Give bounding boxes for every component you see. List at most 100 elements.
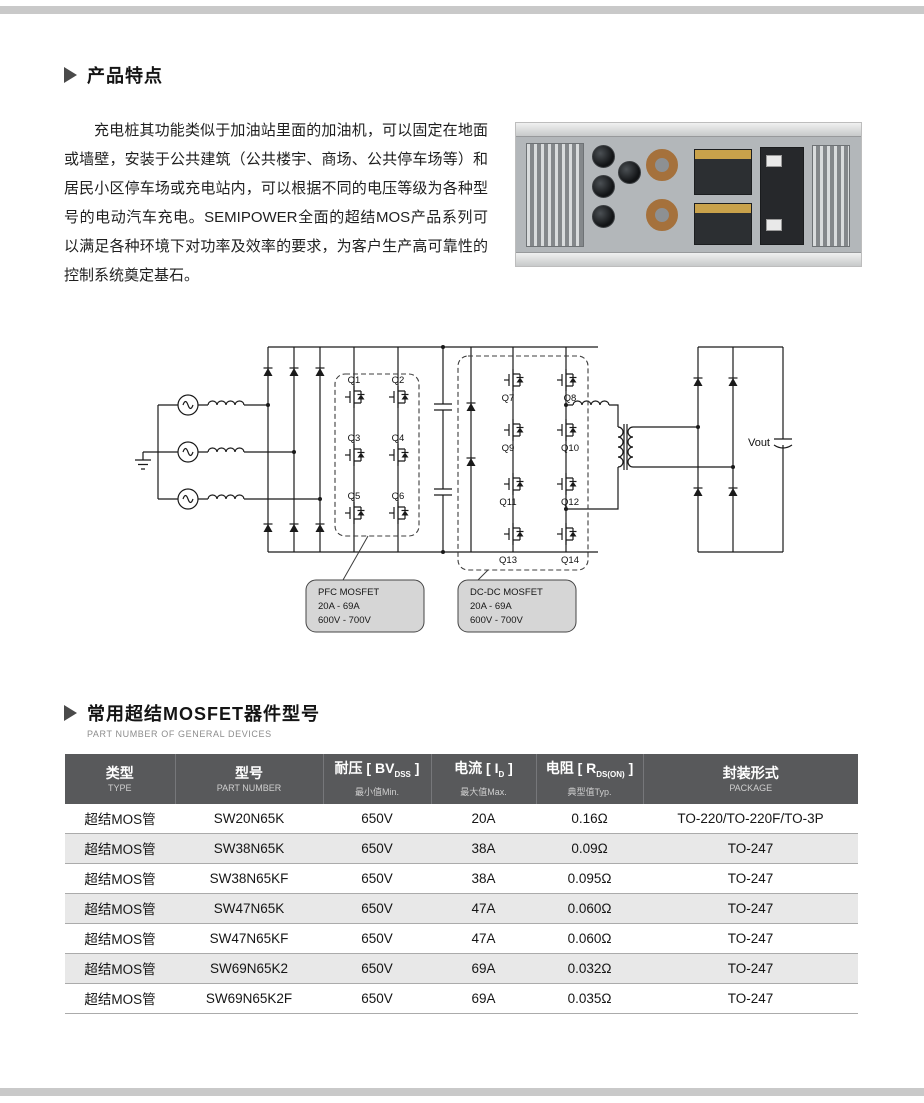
callout-text: PFC MOSFET 20A - 69A 600V - 700V DC-DC M…	[318, 587, 543, 626]
table-cell: 650V	[323, 803, 431, 834]
pcb-case-rail	[516, 123, 861, 137]
circuit-schematic: Q1 Q2 Q3 Q4 Q5 Q6 Q7 Q8 Q9 Q10 Q11 Q12 Q…	[135, 345, 793, 633]
table-cell: TO-247	[643, 983, 858, 1014]
table-cell: 20A	[431, 803, 536, 834]
table-cell: SW38N65KF	[175, 863, 323, 894]
table-cell: 0.09Ω	[536, 833, 643, 864]
dcdc-callout-box	[457, 579, 577, 633]
mosfet-label: Q7	[502, 393, 515, 404]
table-cell: 超结MOS管	[65, 833, 175, 864]
table-cell: 650V	[323, 863, 431, 894]
pcb-connector	[766, 219, 782, 231]
mosfet-label: Q2	[392, 375, 405, 386]
table-cell: 0.032Ω	[536, 953, 643, 984]
pcb-connector	[766, 155, 782, 167]
pcb-heatsink	[812, 145, 850, 247]
product-photo	[515, 122, 862, 267]
table-cell: 超结MOS管	[65, 923, 175, 954]
pcb-capacitor	[592, 175, 615, 198]
table-cell: 0.095Ω	[536, 863, 643, 894]
junction-dots	[266, 345, 735, 554]
circuit-diagram: Q1 Q2 Q3 Q4 Q5 Q6 Q7 Q8 Q9 Q10 Q11 Q12 Q…	[58, 332, 858, 669]
mosfet-label: Q13	[499, 555, 517, 566]
pfc-callout-line: 20A - 69A	[318, 601, 360, 612]
top-divider-bar	[0, 6, 924, 14]
mosfet-label: Q4	[392, 433, 405, 444]
table-cell: 超结MOS管	[65, 953, 175, 984]
table-cell: 69A	[431, 983, 536, 1014]
pcb-toroid-coil	[646, 149, 678, 181]
table-cell: 650V	[323, 833, 431, 864]
pcb-capacitor	[618, 161, 641, 184]
table-cell: 超结MOS管	[65, 803, 175, 834]
bottom-divider-bar	[0, 1088, 924, 1096]
table-cell: 0.035Ω	[536, 983, 643, 1014]
table-cell: 38A	[431, 833, 536, 864]
mosfet-label: Q6	[392, 491, 405, 502]
table-cell: TO-247	[643, 833, 858, 864]
section-product-features: 产品特点	[64, 62, 163, 88]
column-header: 电阻 [ RDS(ON) ]典型值Typ.	[535, 754, 643, 804]
table-cell: TO-247	[643, 893, 858, 924]
pcb-capacitor	[592, 205, 615, 228]
table-cell: SW69N65K2F	[175, 983, 323, 1014]
pcb-toroid-coil	[646, 199, 678, 231]
table-cell: TO-220/TO-220F/TO-3P	[643, 803, 858, 834]
section-arrow-icon	[64, 705, 77, 721]
mosfet-label: Q8	[564, 393, 577, 404]
table-cell: 47A	[431, 923, 536, 954]
table-cell: 650V	[323, 923, 431, 954]
pcb-heatsink	[526, 143, 584, 247]
pfc-callout-line: 600V - 700V	[318, 615, 371, 626]
table-cell: 650V	[323, 893, 431, 924]
mosfet-label: Q9	[502, 443, 515, 454]
table-cell: 650V	[323, 983, 431, 1014]
table-cell: SW47N65K	[175, 893, 323, 924]
pcb-case-rail	[516, 252, 861, 266]
column-header: 耐压 [ BVDSS ]最小值Min.	[322, 754, 431, 804]
mosfet-label: Q5	[348, 491, 361, 502]
section-title: 常用超结MOSFET器件型号	[87, 704, 320, 724]
section-subtitle: PART NUMBER OF GENERAL DEVICES	[87, 729, 272, 739]
dcdc-callout-line: 20A - 69A	[470, 601, 512, 612]
column-header: 电流 [ ID ]最大值Max.	[430, 754, 536, 804]
table-cell: TO-247	[643, 923, 858, 954]
table-cell: 超结MOS管	[65, 863, 175, 894]
table-cell: 69A	[431, 953, 536, 984]
section-title: 产品特点	[87, 66, 163, 86]
table-cell: 650V	[323, 953, 431, 984]
pfc-callout-line: PFC MOSFET	[318, 587, 379, 598]
table-cell: SW20N65K	[175, 803, 323, 834]
callout-leader-lines	[342, 535, 489, 581]
table-cell: SW69N65K2	[175, 953, 323, 984]
mosfet-label: Q1	[348, 375, 361, 386]
dcdc-callout-line: 600V - 700V	[470, 615, 523, 626]
section-arrow-icon	[64, 67, 77, 83]
vout-label: Vout	[748, 437, 770, 449]
section-part-numbers: 常用超结MOSFET器件型号 PART NUMBER OF GENERAL DE…	[64, 700, 320, 739]
pcb-transformer	[694, 203, 752, 245]
pfc-callout-box	[305, 579, 425, 633]
table-cell: SW47N65KF	[175, 923, 323, 954]
table-cell: TO-247	[643, 863, 858, 894]
mosfet-label: Q11	[499, 497, 516, 508]
table-cell: 超结MOS管	[65, 983, 175, 1014]
table-cell: SW38N65K	[175, 833, 323, 864]
pfc-section-box	[334, 373, 420, 537]
table-cell: 0.16Ω	[536, 803, 643, 834]
table-cell: 47A	[431, 893, 536, 924]
table-cell: 超结MOS管	[65, 893, 175, 924]
